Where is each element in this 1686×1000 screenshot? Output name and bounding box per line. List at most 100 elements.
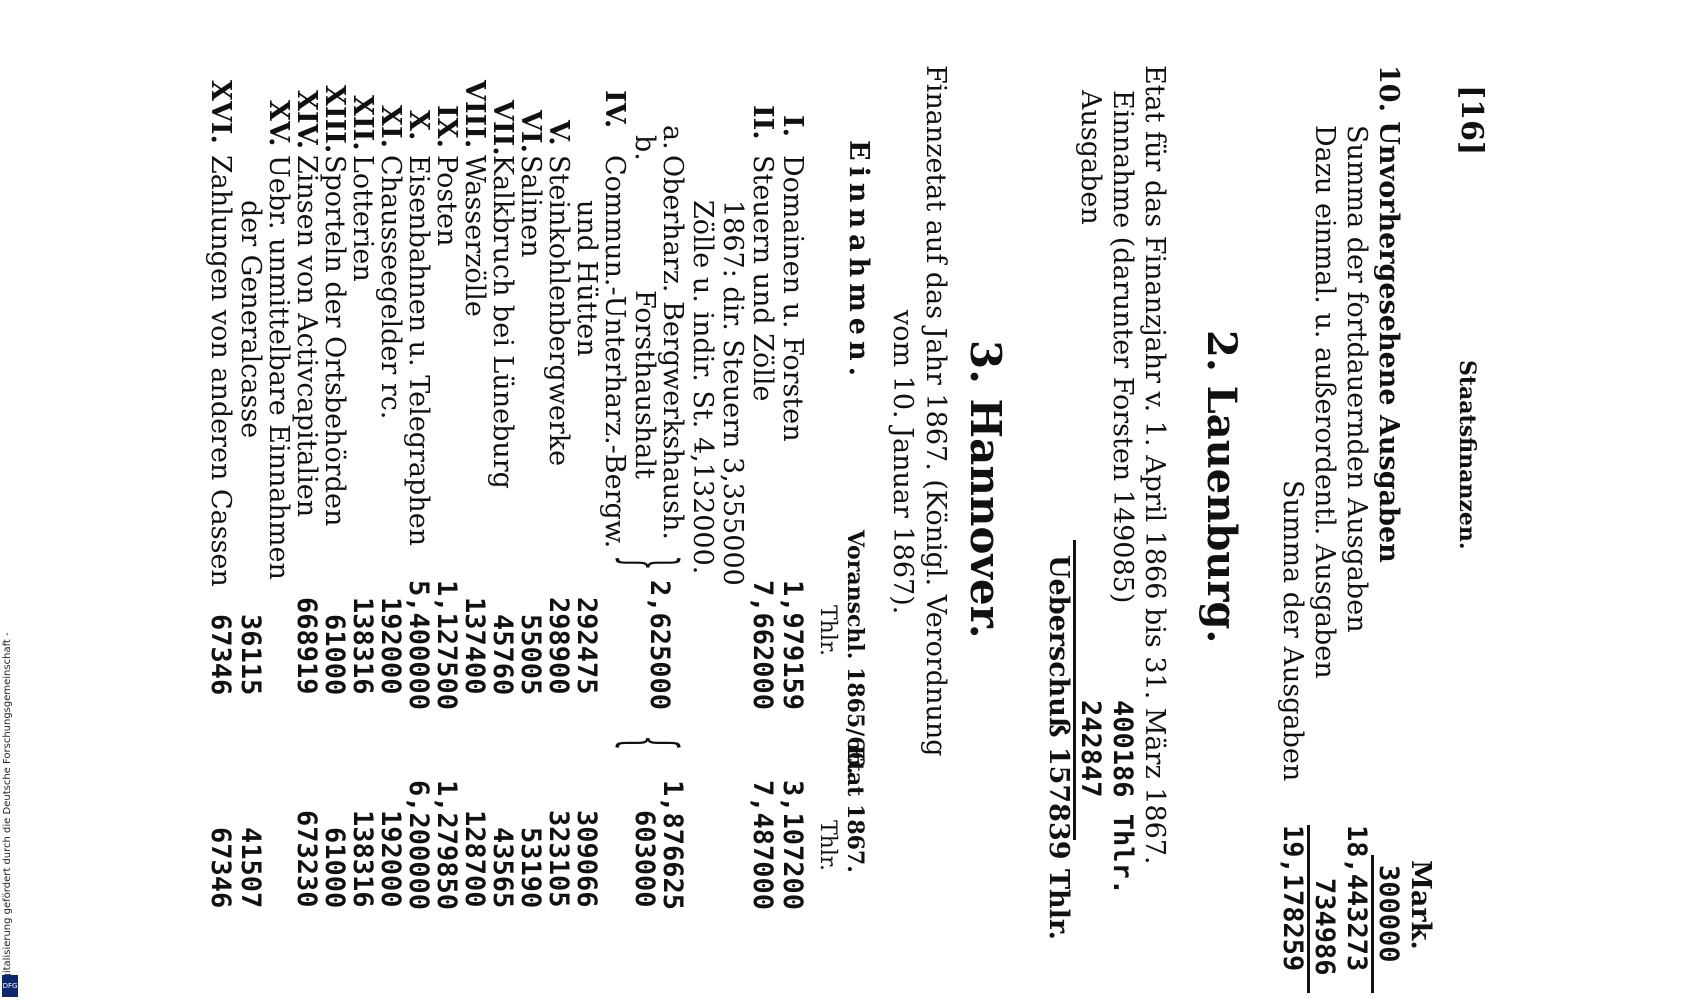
row-sub-label: 1867: dir. Steuern 3,355000: [717, 200, 748, 586]
sum-fortdauernd-value: 18,443273: [1341, 825, 1372, 972]
row-label: Uebr. unmittelbare Einnahmen: [263, 155, 294, 580]
row-label: Zinsen von Activcapitalien: [291, 155, 322, 518]
einmal-ausgaben-label: Dazu einmal. u. außerordentl. Ausgaben: [1309, 125, 1340, 679]
row-value-1865: 668919: [291, 597, 322, 695]
hannover-heading: 3. Hannover.: [961, 340, 1010, 639]
row-value-1865: 192000: [375, 597, 406, 695]
einnahme-value: 400186 Thlr.: [1107, 700, 1138, 896]
intro-line-2: vom 10. Januar 1867).: [887, 310, 918, 615]
brace-value-1865: 2,625000: [644, 580, 675, 711]
row-num: XV.: [263, 100, 294, 147]
digitization-credit: Digitalisierung gefördert durch die Deut…: [2, 0, 32, 1000]
row-num: IV.: [599, 90, 630, 129]
row-num: VI.: [515, 110, 546, 153]
row-label: Steuern und Zölle: [747, 155, 778, 402]
unforeseen-expenses-value: 300000: [1373, 865, 1404, 963]
row-label: Commun.-Unterharz.-Bergw.: [599, 155, 630, 549]
row-num: X.: [403, 110, 434, 141]
row-label: Kalkbruch bei Lüneburg: [487, 155, 518, 489]
row-value-1867: 67346: [205, 827, 236, 909]
row-value-1865: 7,662000: [747, 580, 778, 711]
row-value-1867: 43565: [487, 827, 518, 909]
row-value-1867: 41507: [235, 827, 266, 909]
col2-unit: Thlr.: [815, 820, 840, 871]
row-num: b.: [629, 135, 660, 161]
einnahmen-heading: Einnahmen.: [843, 140, 874, 382]
row-value-1867: 61000: [319, 827, 350, 909]
row-sub-label: Zölle u. indir. St. 4,132000.: [687, 200, 718, 575]
row-value-1865: 67346: [205, 614, 236, 696]
row-value-1865: 55005: [515, 614, 546, 696]
ausgaben-label: Ausgaben: [1075, 90, 1106, 225]
row-num: I.: [777, 115, 808, 138]
row-label: und Hütten: [571, 200, 602, 357]
brace-value-1867-a: 1,876625: [657, 780, 688, 911]
row-label: Oberharz. Bergwerkshaush.: [657, 155, 688, 541]
row-label: Zahlungen von anderen Cassen: [205, 155, 236, 587]
row-value-1867: 7,487000: [747, 780, 778, 911]
credit-text: Digitalisierung gefördert durch die Deut…: [2, 632, 13, 990]
row-value-1867: 192000: [375, 810, 406, 908]
running-title: Staatsfinanzen.: [1454, 360, 1480, 550]
row-num: II.: [747, 105, 778, 140]
row-label: Lotterien: [347, 155, 378, 282]
ueberschuss-line: Ueberschuß 157839 Thlr.: [1043, 555, 1074, 941]
dfg-logo: DFG: [2, 975, 18, 997]
row-num: XVI.: [205, 80, 236, 144]
total-expenses-value: 19,178259: [1277, 825, 1308, 972]
row-label: Sporteln der Ortsbehörden: [319, 155, 350, 527]
einnahme-label: Einnahme (darunter Forsten 149085): [1107, 90, 1138, 604]
col1-header: Voranschl. 1865/66.: [842, 530, 868, 775]
row-value-1867: 309066: [571, 810, 602, 908]
rotated-document-page: [16] Staatsfinanzen. Mark. 10. Unvorherg…: [30, 0, 1566, 1000]
row-num: VIII.: [459, 80, 490, 149]
row-label: Salinen: [515, 155, 546, 258]
row-value-1865: 5,400000: [403, 580, 434, 711]
row-value-1865: 45760: [487, 614, 518, 696]
row-value-1867: 53190: [515, 827, 546, 909]
row-label: Forsthaushalt: [629, 290, 660, 479]
row-value-1865: 36115: [235, 614, 266, 696]
row-value-1867: 1,279850: [431, 780, 462, 911]
col1-unit: Thlr.: [815, 605, 840, 656]
row-value-1865: 292475: [571, 597, 602, 695]
row-label: Posten: [431, 155, 462, 247]
row-value-1867: 6,200000: [403, 780, 434, 911]
row-value-1865: 1,979159: [777, 580, 808, 711]
lauenburg-heading: 2. Lauenburg.: [1198, 330, 1245, 644]
brace-left: }: [610, 555, 692, 571]
row-num: VII.: [487, 100, 518, 156]
row-value-1867: 128700: [459, 810, 490, 908]
row-label: Eisenbahnen u. Telegraphen: [403, 155, 434, 547]
row-label: der Generalcasse: [235, 200, 266, 439]
row-num: V.: [543, 120, 574, 146]
row-value-1867: 3,107200: [777, 780, 808, 911]
unforeseen-expenses-label: 10. Unvorhergesehene Ausgaben: [1373, 65, 1404, 563]
row-label: Domainen u. Forsten: [777, 155, 808, 442]
row-value-1867: 323105: [543, 810, 574, 908]
row-value-1865: 138316: [347, 597, 378, 695]
intro-line-1: Finanzetat auf das Jahr 1867. (Königl. V…: [920, 65, 951, 757]
row-value-1865: 298900: [543, 597, 574, 695]
etat-line: Etat für das Finanzjahr v. 1. April 1866…: [1139, 65, 1170, 865]
sum-fortdauernd-label: Summa der fortdauernden Ausgaben: [1341, 125, 1372, 633]
unit-label: Mark.: [1405, 860, 1436, 950]
row-num: XII.: [347, 95, 378, 151]
row-num: a.: [657, 125, 688, 150]
col2-header: Etat 1867.: [842, 745, 868, 873]
total-expenses-label: Summa der Ausgaben: [1277, 480, 1308, 782]
brace-value-1867-b: 603000: [629, 810, 660, 908]
row-value-1865: 61000: [319, 614, 350, 696]
einmal-ausgaben-value: 734986: [1309, 878, 1340, 976]
row-num: XIV.: [291, 90, 322, 150]
row-num: XIII.: [319, 85, 350, 154]
row-value-1867: 138316: [347, 810, 378, 908]
row-num: IX.: [431, 105, 462, 148]
row-value-1867: 673230: [291, 810, 322, 908]
row-label: Wasserzölle: [459, 155, 490, 317]
row-label: Chausseegelder rc.: [375, 155, 406, 420]
page-number: [16]: [1454, 85, 1489, 156]
row-label: Steinkohlenbergwerke: [543, 155, 574, 467]
row-value-1865: 137400: [459, 597, 490, 695]
row-num: XI.: [375, 105, 406, 148]
